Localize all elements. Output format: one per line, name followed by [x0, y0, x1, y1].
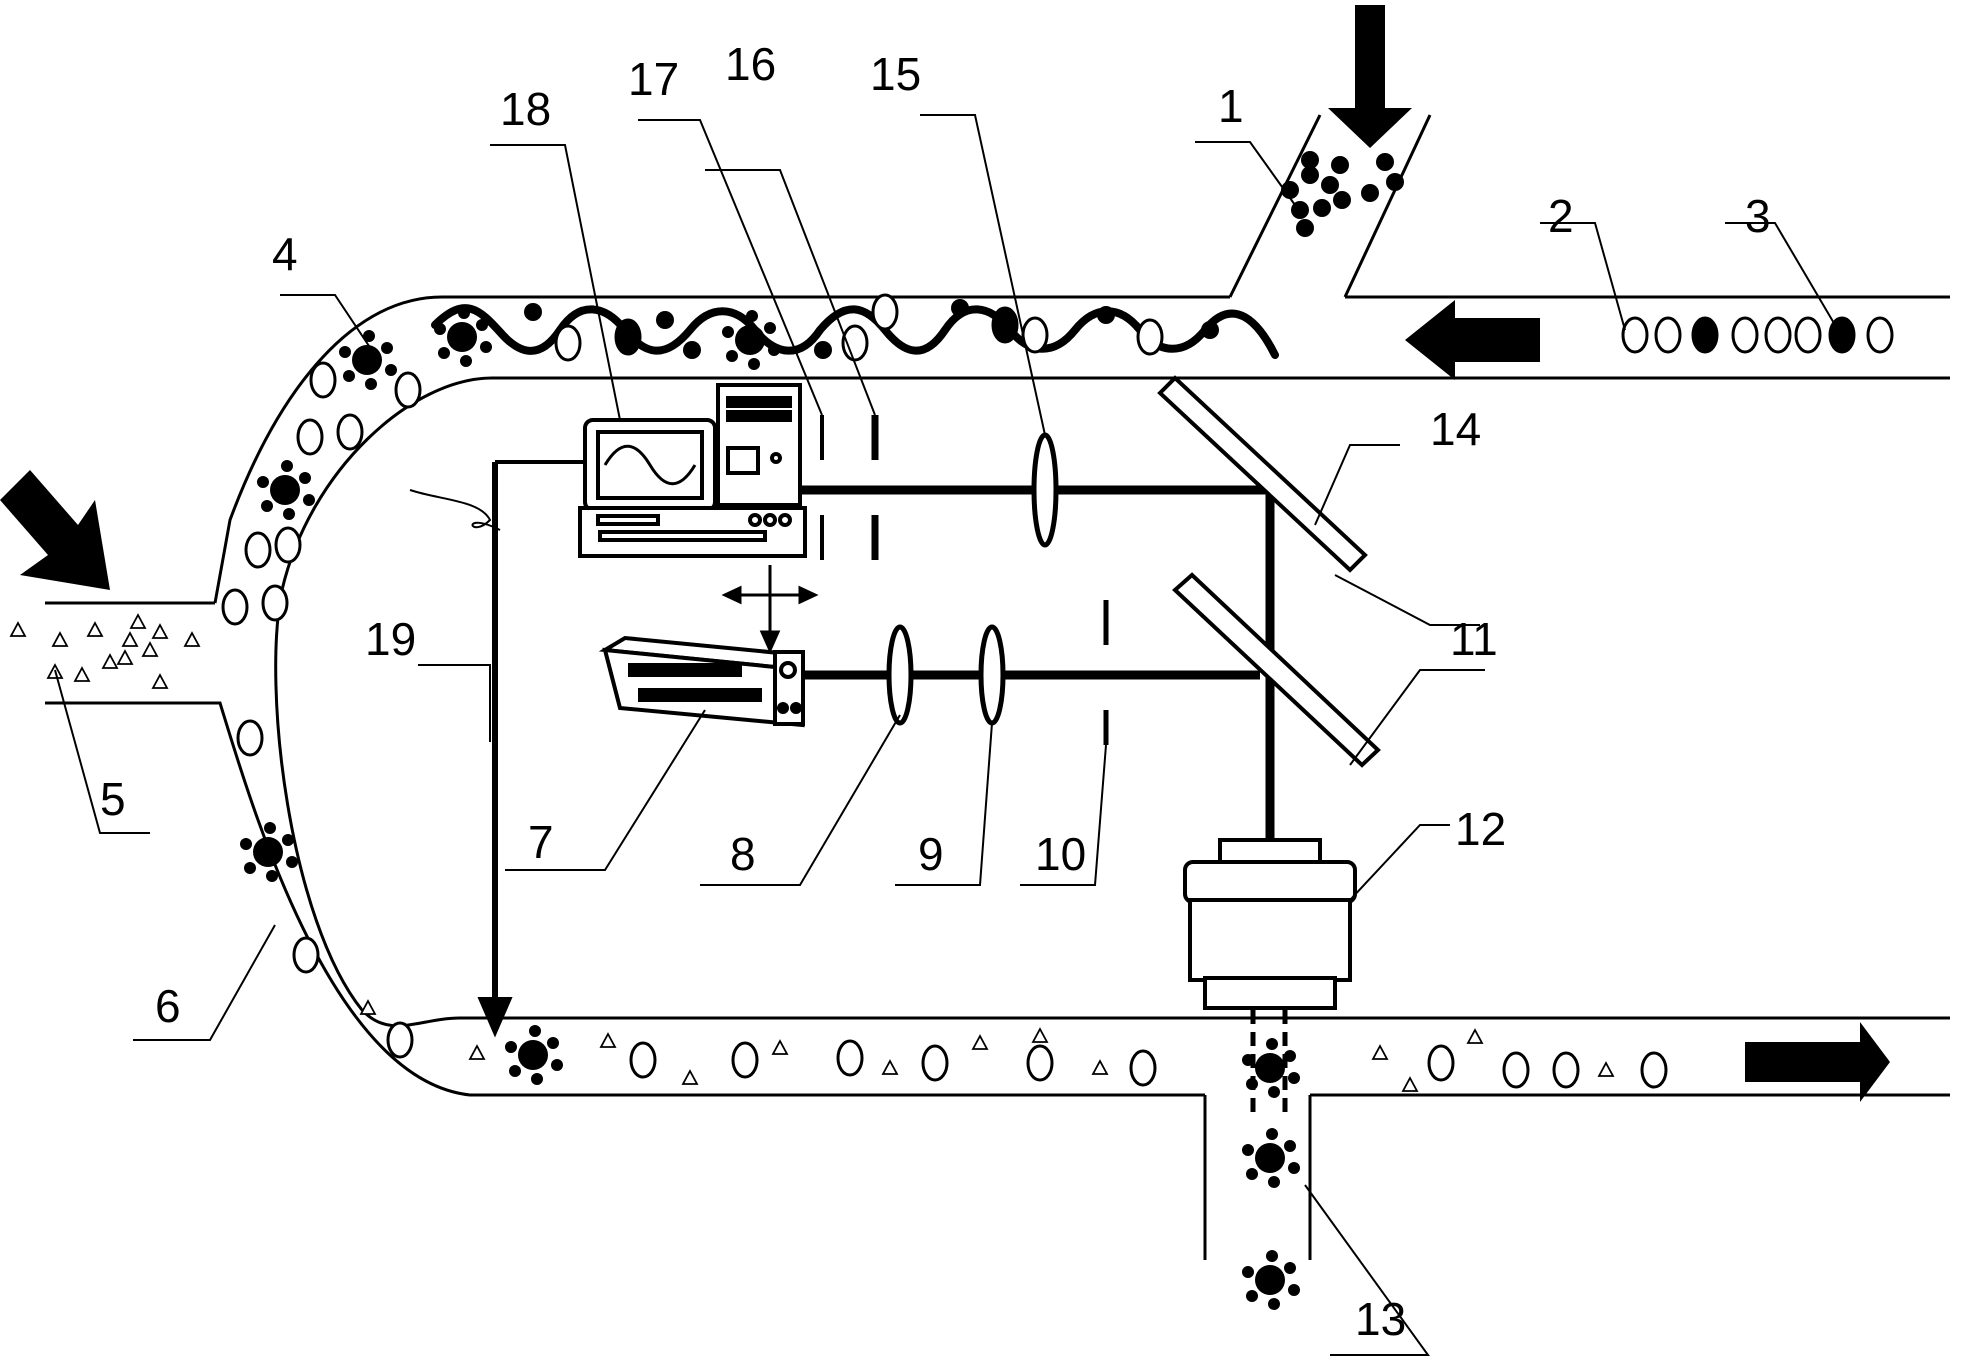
label-7: 7 — [528, 816, 554, 868]
label-14: 14 — [1430, 403, 1481, 455]
label-6: 6 — [155, 980, 181, 1032]
label-3: 3 — [1745, 190, 1771, 242]
adjust-arrow — [721, 565, 819, 654]
curve-particles — [221, 330, 422, 1015]
arrow-icon — [1328, 5, 1412, 148]
label-13: 13 — [1355, 1293, 1406, 1345]
label-8: 8 — [730, 828, 756, 880]
arrow-icon — [1745, 1022, 1890, 1102]
label-12: 12 — [1455, 803, 1506, 855]
leader-lines — [54, 114, 1839, 1356]
mirror-icon — [1172, 572, 1381, 768]
label-4: 4 — [272, 228, 298, 280]
lenses — [886, 432, 1059, 726]
label-18: 18 — [500, 83, 551, 135]
flow-arrows — [0, 5, 1890, 1102]
mirror-icon — [1157, 375, 1368, 573]
arrow-icon — [1405, 300, 1540, 380]
part-labels: 1 2 3 4 5 6 7 8 9 10 11 12 13 14 15 16 1… — [100, 38, 1771, 1345]
focused-beam — [1250, 1010, 1288, 1120]
objective-icon — [1183, 838, 1357, 1010]
lens-icon — [978, 624, 1006, 726]
label-17: 17 — [628, 53, 679, 105]
apertures — [820, 415, 1109, 745]
outlet-particles — [386, 1021, 1668, 1310]
wave-particles — [434, 293, 1219, 370]
label-2: 2 — [1548, 190, 1574, 242]
inlet-particles — [1281, 151, 1404, 237]
beam-paths — [800, 485, 1275, 840]
label-1: 1 — [1218, 80, 1244, 132]
arrow-icon — [0, 470, 110, 590]
label-15: 15 — [870, 48, 921, 100]
computer-icon — [409, 383, 807, 558]
lens-icon — [886, 624, 914, 726]
laser-icon — [598, 635, 805, 728]
label-16: 16 — [725, 38, 776, 90]
label-9: 9 — [918, 828, 944, 880]
label-5: 5 — [100, 773, 126, 825]
channel-walls — [45, 114, 1950, 1260]
buffer-triangles — [10, 614, 200, 689]
mirrors — [1157, 375, 1381, 768]
label-19: 19 — [365, 613, 416, 665]
label-11: 11 — [1450, 613, 1498, 665]
incoming-beads — [1621, 316, 1894, 354]
feedback-line — [477, 460, 585, 1038]
label-10: 10 — [1035, 828, 1086, 880]
lens-icon — [1031, 432, 1059, 548]
